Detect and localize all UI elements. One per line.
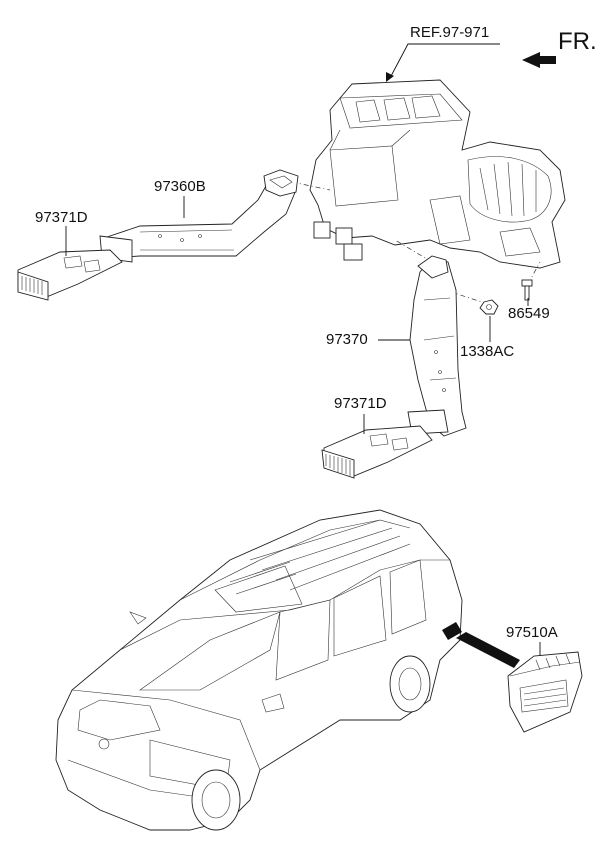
part-label-97371D-lower: 97371D bbox=[334, 395, 387, 412]
upper-vent bbox=[17, 249, 123, 301]
hvac-housing bbox=[309, 79, 566, 269]
vehicle-illustration bbox=[55, 509, 463, 831]
pointer-arrow bbox=[456, 632, 520, 668]
alignment-line-upper bbox=[291, 181, 331, 191]
bolt-part bbox=[521, 279, 533, 301]
alignment-line-lower bbox=[394, 239, 433, 263]
part-label-97371D-upper: 97371D bbox=[35, 209, 88, 226]
front-arrow-icon bbox=[522, 52, 556, 68]
ref-leader-line bbox=[389, 43, 500, 79]
front-direction-label: FR. bbox=[558, 28, 597, 55]
lower-duct bbox=[407, 255, 467, 437]
sensor-unit bbox=[507, 651, 583, 733]
part-label-1338AC: 1338AC bbox=[460, 343, 515, 360]
part-label-97360B: 97360B bbox=[154, 178, 206, 195]
part-label-97510A: 97510A bbox=[506, 624, 558, 641]
lower-vent bbox=[321, 425, 433, 479]
part-label-86549: 86549 bbox=[508, 305, 550, 322]
ref-leader-arrow bbox=[386, 72, 394, 82]
part-label-97370: 97370 bbox=[326, 331, 368, 348]
sensor-location-mark bbox=[442, 622, 462, 640]
nut-part bbox=[479, 299, 499, 315]
reference-label: REF.97-971 bbox=[410, 24, 490, 41]
